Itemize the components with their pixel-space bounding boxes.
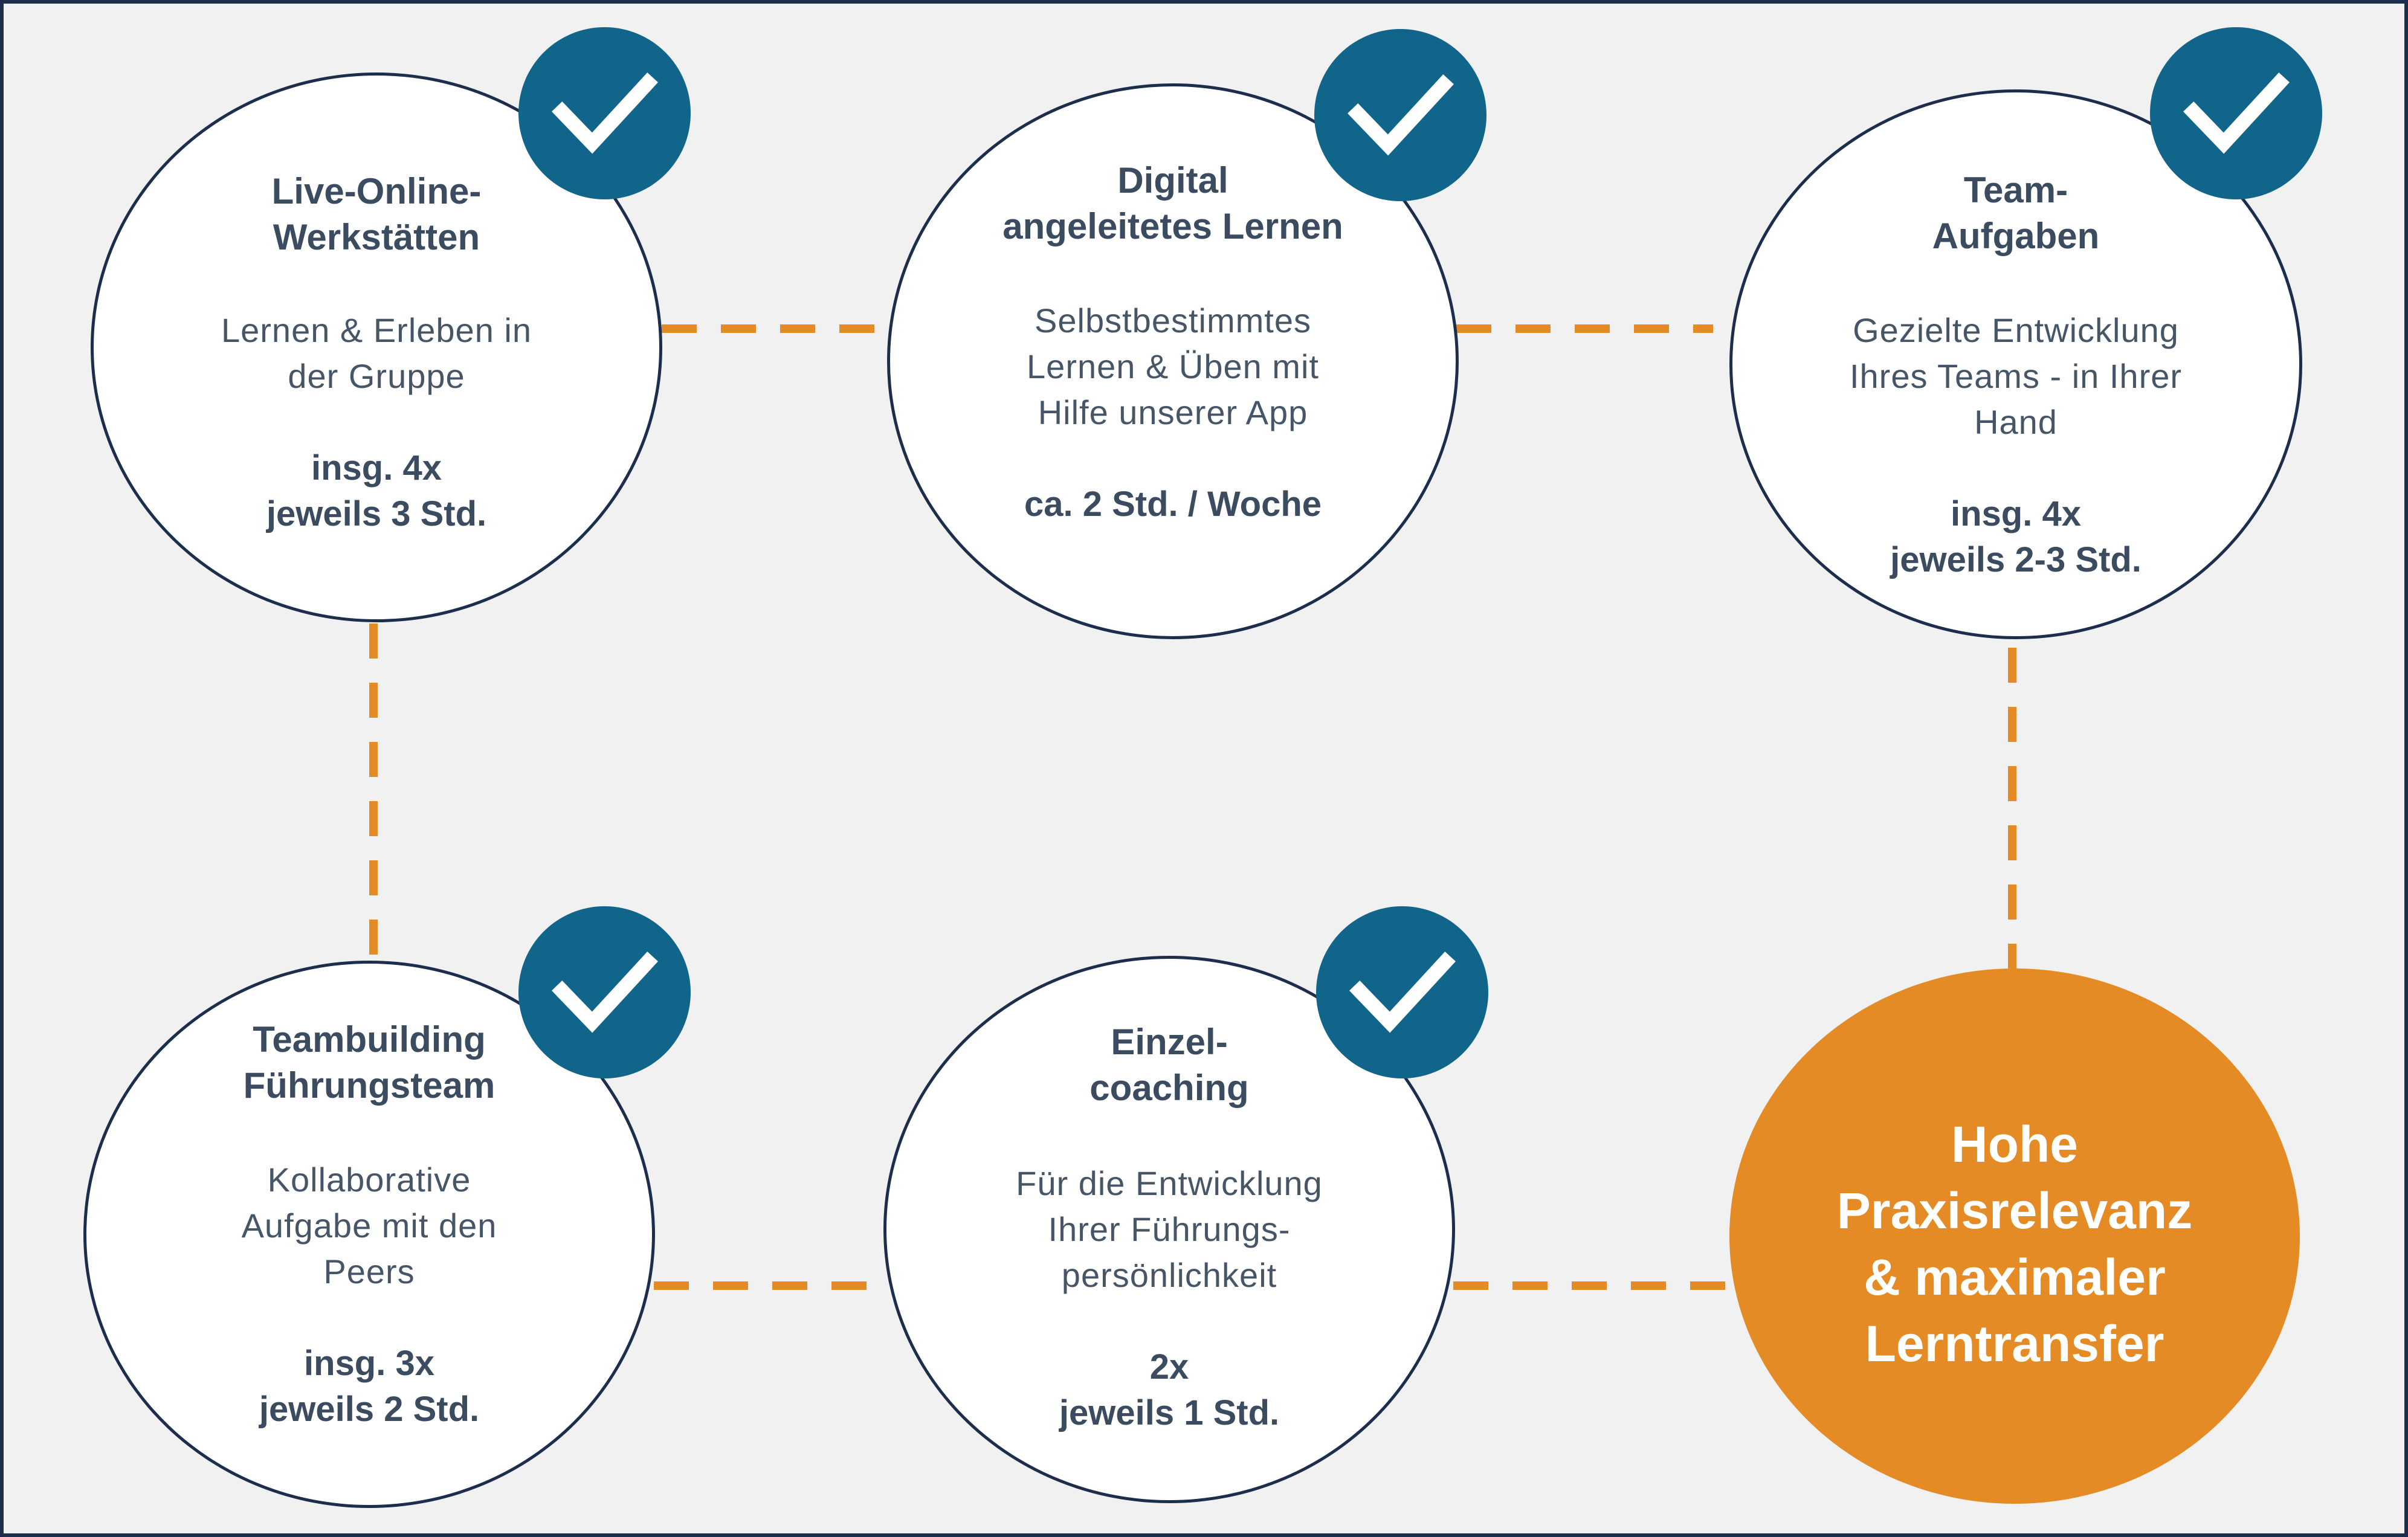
node-description: Selbstbestimmtes Lernen & Üben mit Hilfe… — [1027, 301, 1319, 431]
result-circle: Hohe Praxisrelevanz & maximaler Lerntran… — [1729, 968, 2300, 1504]
node-frequency: insg. 4x jeweils 2-3 Std. — [1890, 494, 2142, 579]
node-live-online-werkstaetten: Live-Online- Werkstätten Lernen & Erlebe… — [91, 72, 662, 622]
node-title: Teambuilding Führungsteam — [243, 1019, 495, 1106]
result-text: Hohe Praxisrelevanz & maximaler Lerntran… — [1836, 1116, 2193, 1372]
checkmark-icon — [2150, 27, 2322, 199]
node-description: Kollaborative Aufgabe mit den Peers — [241, 1161, 497, 1290]
node-team-aufgaben: Team- Aufgaben Gezielte Entwicklung Ihre… — [1729, 89, 2302, 639]
node-frequency: ca. 2 Std. / Woche — [1024, 485, 1322, 524]
checkmark-icon — [1316, 906, 1488, 1078]
node-frequency: insg. 3x jeweils 2 Std. — [259, 1344, 480, 1429]
node-title: Einzel- coaching — [1089, 1022, 1249, 1108]
checkmark-icon — [1314, 29, 1486, 201]
checkmark-icon — [518, 906, 691, 1078]
node-frequency: insg. 4x jeweils 3 Std. — [266, 448, 487, 533]
checkmark-icon — [518, 27, 691, 199]
node-description: Gezielte Entwicklung Ihres Teams - in Ih… — [1849, 311, 2183, 441]
node-description: Für die Entwicklung Ihrer Führungs- pers… — [1016, 1164, 1323, 1294]
node-frequency: 2x jeweils 1 Std. — [1059, 1347, 1280, 1432]
node-title: Digital angeleitetes Lernen — [1002, 160, 1343, 246]
node-description: Lernen & Erleben in der Gruppe — [221, 311, 532, 395]
node-title: Live-Online- Werkstätten — [271, 171, 482, 257]
node-title: Team- Aufgaben — [1932, 170, 2100, 256]
